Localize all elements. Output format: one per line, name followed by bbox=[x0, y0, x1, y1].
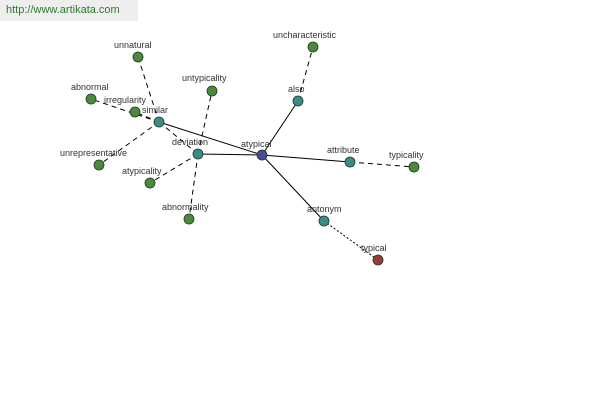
edge-similar-unnatural bbox=[137, 56, 160, 123]
node-label-abnormal[interactable]: abnormal bbox=[71, 82, 109, 92]
edge-deviation-atypicality bbox=[149, 153, 199, 184]
node-antonym[interactable] bbox=[318, 215, 330, 227]
node-atypical[interactable] bbox=[256, 149, 268, 161]
edge-atypical-attribute bbox=[261, 154, 351, 163]
edge-atypical-also bbox=[261, 100, 299, 156]
node-label-typicality[interactable]: typicality bbox=[389, 150, 424, 160]
node-unrepresentative[interactable] bbox=[93, 159, 105, 171]
node-label-atypical[interactable]: atypical bbox=[241, 139, 272, 149]
node-label-typical[interactable]: typical bbox=[361, 243, 387, 253]
edge-attribute-typicality bbox=[349, 161, 415, 168]
node-label-uncharacteristic[interactable]: uncharacteristic bbox=[273, 30, 337, 40]
node-abnormal[interactable] bbox=[85, 93, 97, 105]
node-atypicality[interactable] bbox=[144, 177, 156, 189]
node-label-abnormality[interactable]: abnormality bbox=[162, 202, 209, 212]
node-label-similar[interactable]: similar bbox=[142, 105, 168, 115]
node-similar[interactable] bbox=[153, 116, 165, 128]
node-untypicality[interactable] bbox=[206, 85, 218, 97]
node-label-attribute[interactable]: attribute bbox=[327, 145, 360, 155]
edge-atypical-antonym bbox=[261, 154, 325, 222]
edge-atypical-similar bbox=[158, 121, 263, 156]
labels-layer: atypical similar deviation also attribute ant… bbox=[60, 30, 424, 253]
node-label-deviation[interactable]: deviation bbox=[172, 137, 208, 147]
node-label-atypicality[interactable]: atypicality bbox=[122, 166, 162, 176]
edge-deviation-untypicality bbox=[197, 90, 213, 155]
node-label-unrepresentative[interactable]: unrepresentative bbox=[60, 148, 127, 158]
node-typical[interactable] bbox=[372, 254, 384, 266]
node-abnormality[interactable] bbox=[183, 213, 195, 225]
node-attribute[interactable] bbox=[344, 156, 356, 168]
edge-antonym-typical bbox=[323, 220, 379, 261]
source-url-link[interactable]: http://www.artikata.com bbox=[0, 0, 138, 21]
node-label-also[interactable]: also bbox=[288, 84, 305, 94]
node-typicality[interactable] bbox=[408, 161, 420, 173]
node-unnatural[interactable] bbox=[132, 51, 144, 63]
node-label-antonym[interactable]: antonym bbox=[307, 204, 342, 214]
node-label-unnatural[interactable]: unnatural bbox=[114, 40, 152, 50]
edge-deviation-abnormality bbox=[188, 153, 199, 220]
node-deviation[interactable] bbox=[192, 148, 204, 160]
edges-layer bbox=[90, 46, 415, 261]
nodes-layer bbox=[85, 41, 420, 266]
node-uncharacteristic[interactable] bbox=[307, 41, 319, 53]
edge-similar-abnormal bbox=[90, 98, 160, 123]
edge-also-uncharacteristic bbox=[297, 46, 314, 102]
node-label-irregularity[interactable]: irregularity bbox=[104, 95, 147, 105]
node-also[interactable] bbox=[292, 95, 304, 107]
node-irregularity[interactable] bbox=[129, 106, 141, 118]
node-label-untypicality[interactable]: untypicality bbox=[182, 73, 227, 83]
edge-similar-unrepresentative bbox=[98, 121, 160, 166]
edge-atypical-deviation bbox=[197, 153, 263, 156]
